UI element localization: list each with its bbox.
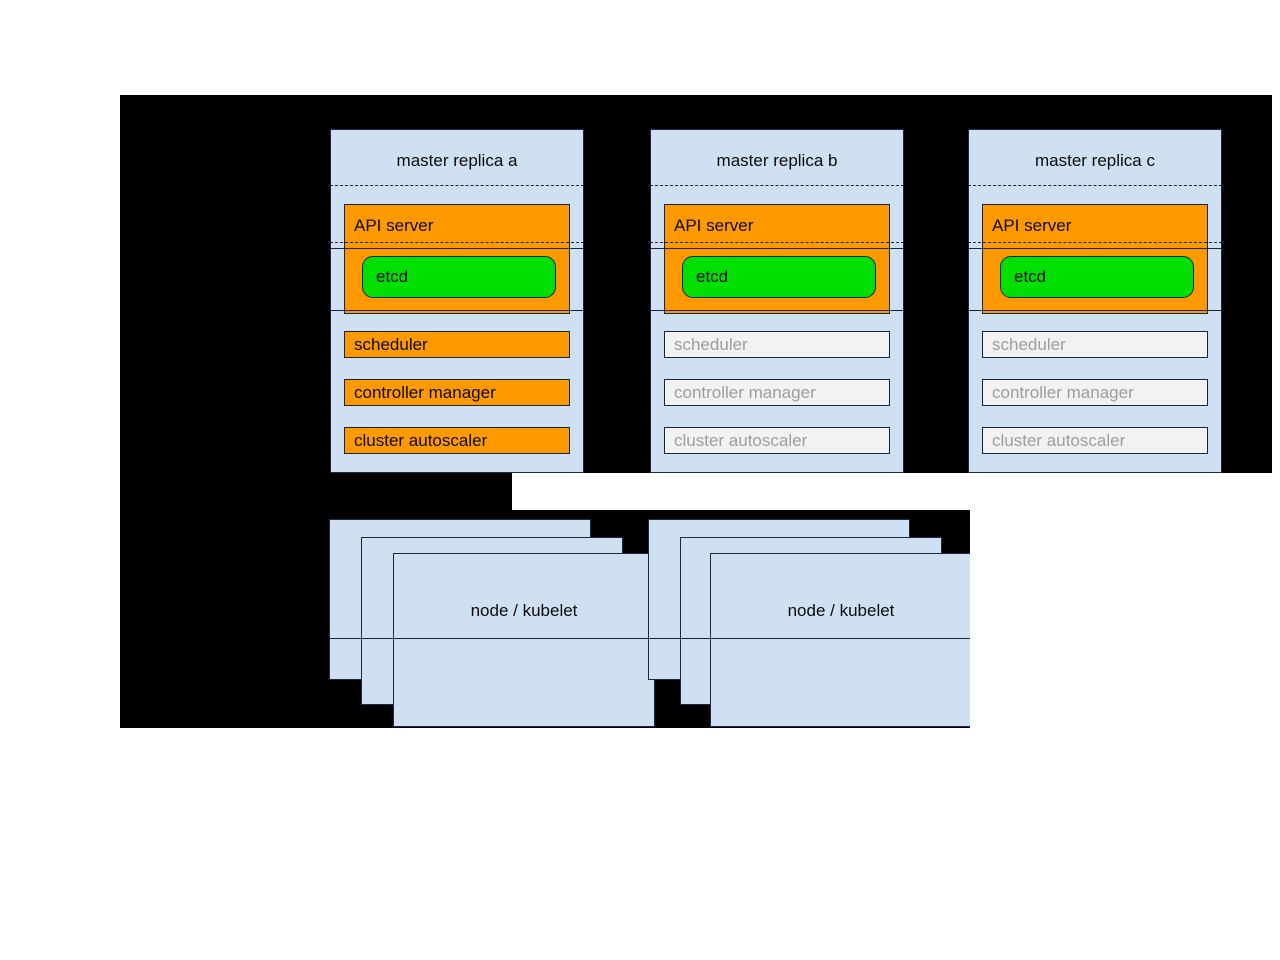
node-group-2-front-layer[interactable]: node / kubelet (710, 553, 972, 727)
master-replica-b-title: master replica b (716, 151, 838, 170)
master-replica-b-cluster-autoscaler[interactable]: cluster autoscaler (664, 427, 890, 454)
backdrop-plate-left-bridge (120, 473, 512, 510)
master-replica-c-cluster-autoscaler[interactable]: cluster autoscaler (982, 427, 1208, 454)
master-replica-a-etcd[interactable]: etcd (362, 256, 556, 298)
node-group-2-label: node / kubelet (787, 601, 895, 620)
api-boundary-dashed-rule-a (330, 185, 584, 186)
master-replica-b-scheduler[interactable]: scheduler (664, 331, 890, 358)
etcd-top-solid-rule-b (650, 248, 904, 249)
master-replica-b-controller-manager[interactable]: controller manager (664, 379, 890, 406)
node-group-1-label: node / kubelet (470, 601, 578, 620)
node-stack-cross-rule-2 (648, 638, 972, 639)
etcd-top-solid-rule-a (330, 248, 584, 249)
master-replica-a-scheduler[interactable]: scheduler (344, 331, 570, 358)
master-replica-b-api-server-label: API server (674, 216, 754, 235)
backdrop-cutout-right (970, 510, 1272, 728)
api-boundary-dashed-rule-c (968, 185, 1222, 186)
etcd-boundary-dashed-rule-b (650, 242, 904, 243)
etcd-bottom-solid-rule-a (330, 310, 584, 311)
master-replica-c-etcd[interactable]: etcd (1000, 256, 1194, 298)
etcd-bottom-solid-rule-c (968, 310, 1222, 311)
master-replica-a-title: master replica a (396, 151, 518, 170)
master-replica-a-controller-manager[interactable]: controller manager (344, 379, 570, 406)
master-replica-a-cluster-autoscaler[interactable]: cluster autoscaler (344, 427, 570, 454)
etcd-top-solid-rule-c (968, 248, 1222, 249)
master-replica-b-etcd[interactable]: etcd (682, 256, 876, 298)
master-replica-c-api-server-label: API server (992, 216, 1072, 235)
master-replica-a-api-server-label: API server (354, 216, 434, 235)
etcd-boundary-dashed-rule-c (968, 242, 1222, 243)
master-replica-c-title: master replica c (1035, 151, 1155, 170)
backdrop-cutout-band (512, 473, 1272, 510)
master-replica-c-scheduler[interactable]: scheduler (982, 331, 1208, 358)
node-stack-cross-rule-1 (329, 638, 655, 639)
etcd-boundary-dashed-rule-a (330, 242, 584, 243)
etcd-bottom-solid-rule-b (650, 310, 904, 311)
node-group-1-front-layer[interactable]: node / kubelet (393, 553, 655, 727)
master-replica-c-controller-manager[interactable]: controller manager (982, 379, 1208, 406)
api-boundary-dashed-rule-b (650, 185, 904, 186)
